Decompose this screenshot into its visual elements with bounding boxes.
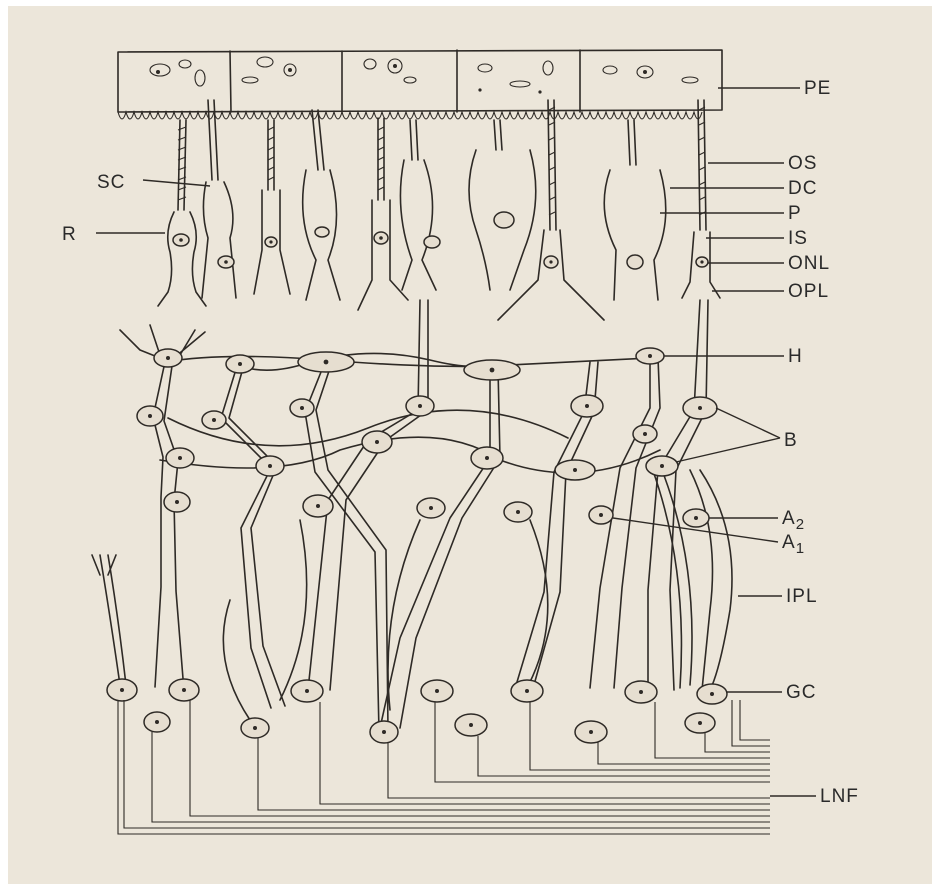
label-dc: DC (788, 178, 817, 199)
nerve-fiber-layer (118, 700, 770, 834)
photoreceptor-layer (158, 100, 720, 320)
label-gc: GC (786, 682, 817, 703)
cell-bodies (107, 348, 727, 743)
label-a1: A1 (782, 532, 805, 557)
label-b: B (784, 430, 798, 451)
label-sc: SC (97, 172, 125, 193)
label-ipl: IPL (786, 586, 818, 607)
label-lnf: LNF (820, 786, 859, 807)
label-onl: ONL (788, 253, 830, 274)
neural-network (92, 300, 732, 732)
label-h: H (788, 346, 803, 367)
label-os: OS (788, 153, 817, 174)
label-pe: PE (804, 78, 831, 99)
label-a2: A2 (782, 508, 805, 533)
label-p: P (788, 203, 802, 224)
label-opl: OPL (788, 281, 829, 302)
label-is: IS (788, 228, 808, 249)
label-r: R (62, 224, 77, 245)
